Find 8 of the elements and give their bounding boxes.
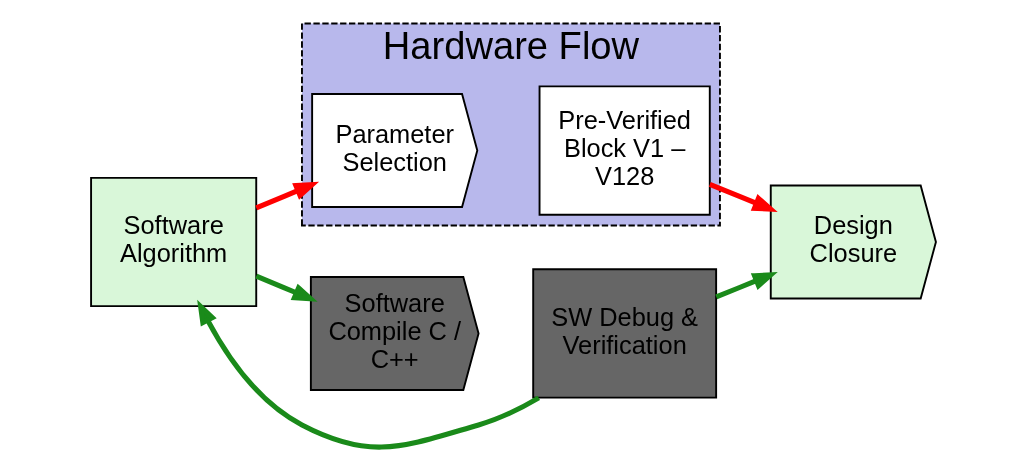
node-box: SW Debug & Verification <box>531 268 717 399</box>
arrow <box>254 181 319 211</box>
arrow <box>708 182 778 212</box>
arrow <box>196 299 540 450</box>
node-box: Pre-Verified Block V1 – V128 <box>538 85 711 216</box>
arrow <box>714 272 778 300</box>
arrow <box>254 273 318 302</box>
node-box: Software Algorithm <box>89 176 257 308</box>
